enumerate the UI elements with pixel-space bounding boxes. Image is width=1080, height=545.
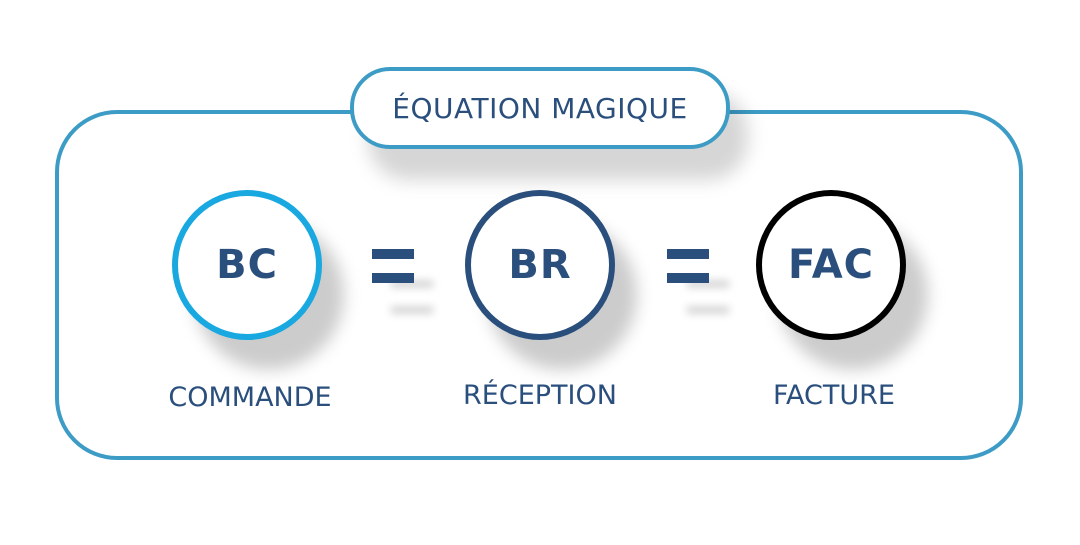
title-pill: ÉQUATION MAGIQUE — [350, 67, 730, 149]
node-bc-abbr: BC — [216, 242, 278, 288]
equals-sign-1 — [372, 249, 414, 283]
node-br-label: RÉCEPTION — [463, 380, 617, 411]
node-fac-label: FACTURE — [773, 380, 895, 411]
node-br-circle: BR — [465, 190, 615, 340]
node-fac-abbr: FAC — [787, 242, 875, 288]
equals-2-shadow — [686, 280, 730, 318]
equals-sign-2 — [667, 249, 709, 283]
node-fac-circle: FAC — [756, 190, 906, 340]
node-bc-label: COMMANDE — [168, 382, 332, 413]
node-bc-circle: BC — [172, 190, 322, 340]
node-br-abbr: BR — [508, 242, 572, 288]
node-bc: BC — [172, 190, 344, 370]
node-br: BR — [465, 190, 637, 370]
equals-1-shadow — [390, 280, 434, 318]
title-text: ÉQUATION MAGIQUE — [392, 91, 688, 125]
node-fac: FAC — [756, 190, 928, 370]
